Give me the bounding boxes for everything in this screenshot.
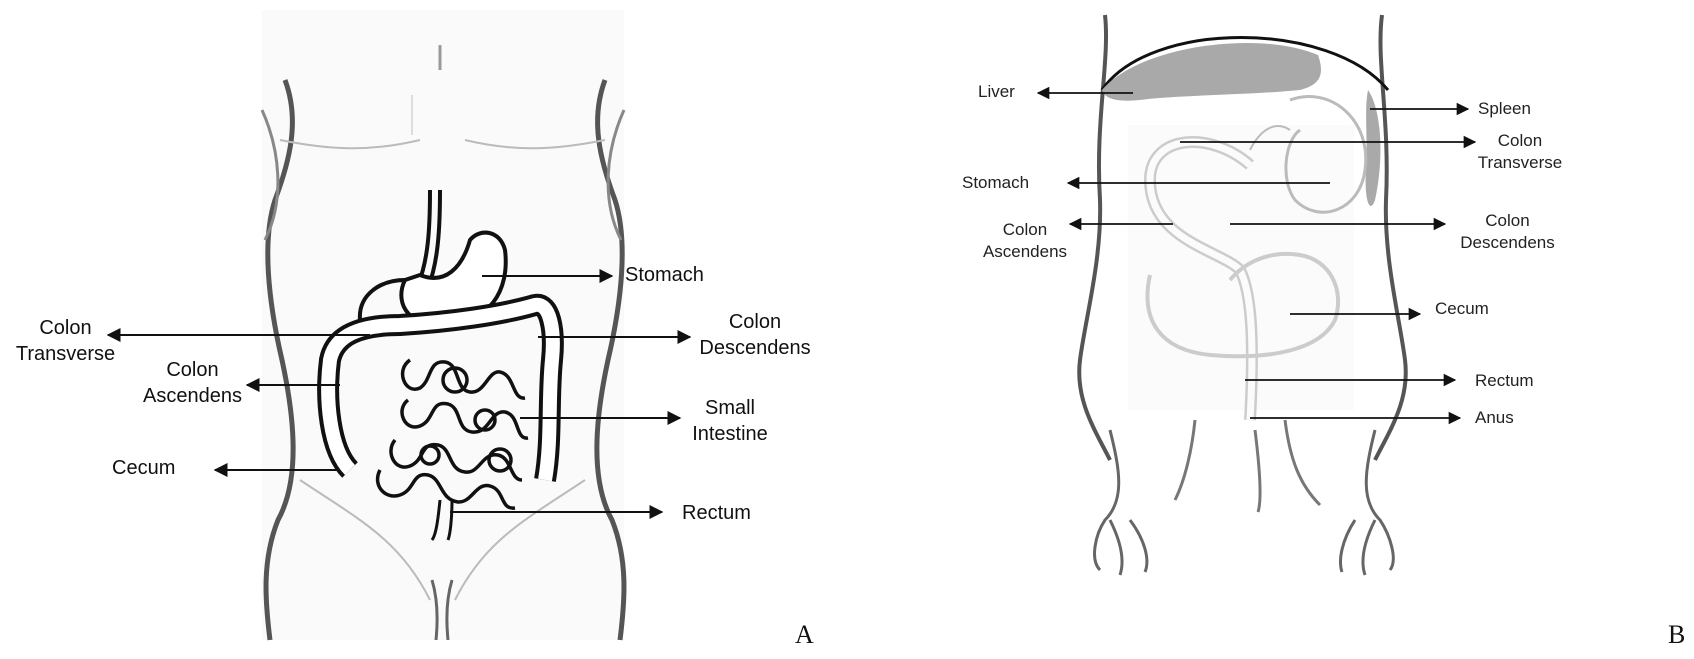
label-b-spleen: Spleen — [1478, 99, 1531, 118]
spleen-organ — [1365, 90, 1381, 206]
liver-organ — [1102, 42, 1321, 101]
label-a-colon-transverse: Colon Transverse — [8, 315, 123, 367]
label-a-colon-ascendens: Colon Ascendens — [135, 357, 250, 409]
label-b-colon-descendens-line2: Descendens — [1460, 233, 1555, 252]
label-a-rectum: Rectum — [682, 502, 751, 524]
label-a-colon-descendens-line2: Descendens — [699, 337, 811, 359]
label-a-small-intestine-line2: Intestine — [692, 423, 768, 445]
label-a-colon-transverse-line1: Colon — [39, 317, 92, 339]
label-b-anus: Anus — [1475, 408, 1514, 427]
torso-right-outline — [594, 79, 627, 641]
torso-left-outline — [263, 79, 296, 641]
panel-b-letter: B — [1668, 620, 1686, 649]
label-a-small-intestine-line1: Small — [704, 397, 755, 419]
label-a-cecum: Cecum — [112, 457, 176, 479]
mouse-stomach — [1284, 95, 1368, 214]
label-a-small-intestine: Small Intestine — [680, 395, 780, 447]
label-b-rectum: Rectum — [1475, 371, 1534, 390]
label-b-colon-transverse-line2: Transverse — [1477, 153, 1563, 172]
panel-b-arrows — [1036, 86, 1477, 425]
label-a-colon-ascendens-line2: Ascendens — [143, 385, 242, 407]
mouse-cecum — [1145, 251, 1341, 359]
label-a-colon-descendens: Colon Descendens — [690, 309, 820, 361]
label-b-colon-descendens: Colon Descendens — [1450, 210, 1565, 254]
label-a-colon-descendens-line1: Colon — [728, 311, 782, 333]
label-b-colon-ascendens-line2: Ascendens — [982, 242, 1068, 261]
mouse-illustration — [1077, 14, 1408, 576]
label-b-stomach: Stomach — [962, 173, 1030, 192]
label-b-colon-ascendens: Colon Ascendens — [975, 219, 1075, 263]
label-a-colon-ascendens-line1: Colon — [166, 359, 219, 381]
label-b-colon-transverse-line1: Colon — [1497, 131, 1543, 150]
human-torso-illustration — [260, 10, 627, 641]
small-intestine-coils — [375, 358, 529, 510]
panel-a-arrows — [106, 269, 692, 519]
label-a-stomach: Stomach — [625, 264, 704, 286]
panel-a-letter: A — [795, 620, 814, 649]
label-b-liver: Liver — [978, 82, 1015, 101]
label-a-colon-transverse-line2: Transverse — [15, 343, 116, 365]
label-b-colon-descendens-line1: Colon — [1485, 211, 1530, 230]
label-b-colon-ascendens-line1: Colon — [1002, 220, 1048, 239]
mouse-left-outline — [1077, 14, 1112, 461]
label-b-colon-transverse: Colon Transverse — [1470, 130, 1570, 174]
label-b-cecum: Cecum — [1435, 299, 1489, 318]
